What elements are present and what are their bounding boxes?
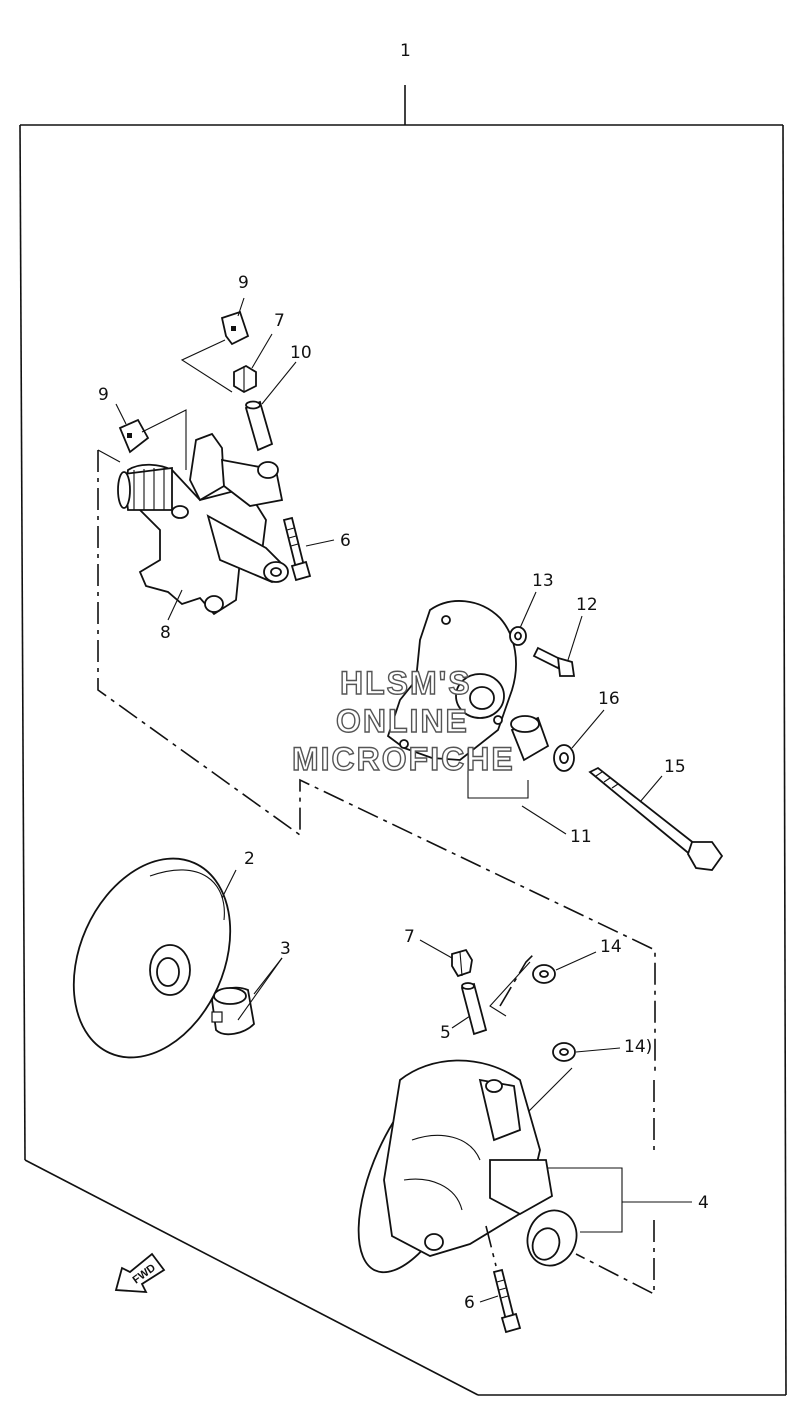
nut-upper: [233, 364, 257, 394]
callout-2: 2: [244, 849, 255, 869]
callout-12: 12: [576, 595, 598, 615]
washer-16: [553, 744, 575, 772]
callout-13: 13: [532, 571, 554, 591]
callout-9-left: 9: [98, 385, 109, 405]
callout-labels: 1 9 7 10 9 6 8 13 12 16 15 11 2 3 7 14 5…: [98, 41, 709, 1313]
spider: [117, 432, 289, 616]
callout-5: 5: [440, 1023, 451, 1043]
callout-7-upper: 7: [274, 311, 285, 331]
callout-9-upper: 9: [238, 273, 249, 293]
seal: [526, 1209, 578, 1267]
pin-lower: [460, 982, 488, 1036]
callout-4: 4: [698, 1193, 709, 1213]
leader-lines: [115, 297, 692, 1303]
watermark-line-1: HLSM'S: [340, 665, 472, 701]
assembly-frame: [19, 85, 787, 1396]
collar: [211, 986, 255, 1036]
callout-14-upper: 14: [600, 937, 622, 957]
roller-upper: [489, 961, 556, 1017]
callout-6-lower: 6: [464, 1293, 475, 1313]
nut-lower: [451, 948, 473, 978]
callout-8: 8: [160, 623, 171, 643]
callout-10: 10: [290, 343, 312, 363]
bolt-long: [588, 766, 724, 871]
bolt-upper: [282, 516, 312, 582]
spider-group-bracket: [97, 449, 656, 1075]
movable-sheave: [357, 1059, 623, 1274]
callout-14-lower: 14): [624, 1037, 652, 1057]
lower-guide-lines: [485, 953, 655, 1296]
slider-block-left: [118, 409, 187, 470]
callout-16: 16: [598, 689, 620, 709]
callout-7-lower: 7: [404, 927, 415, 947]
bolt-lower: [492, 1268, 522, 1334]
slider-block-upper: [180, 310, 250, 393]
pin-upper: [244, 400, 274, 452]
fwd-arrow: FWD: [114, 1252, 166, 1294]
callout-1: 1: [400, 41, 411, 61]
watermark-line-2: ONLINE: [336, 703, 469, 739]
callout-3: 3: [280, 939, 291, 959]
callout-11: 11: [570, 827, 592, 847]
callout-15: 15: [664, 757, 686, 777]
bolt-12: [532, 646, 576, 677]
bushing: [510, 715, 550, 762]
watermark: HLSM'S ONLINE MICROFICHE: [291, 664, 515, 777]
washer-13: [509, 626, 527, 646]
fixed-sheave: [72, 857, 232, 1059]
callout-6-upper: 6: [340, 531, 351, 551]
watermark-line-3: MICROFICHE: [292, 741, 515, 777]
